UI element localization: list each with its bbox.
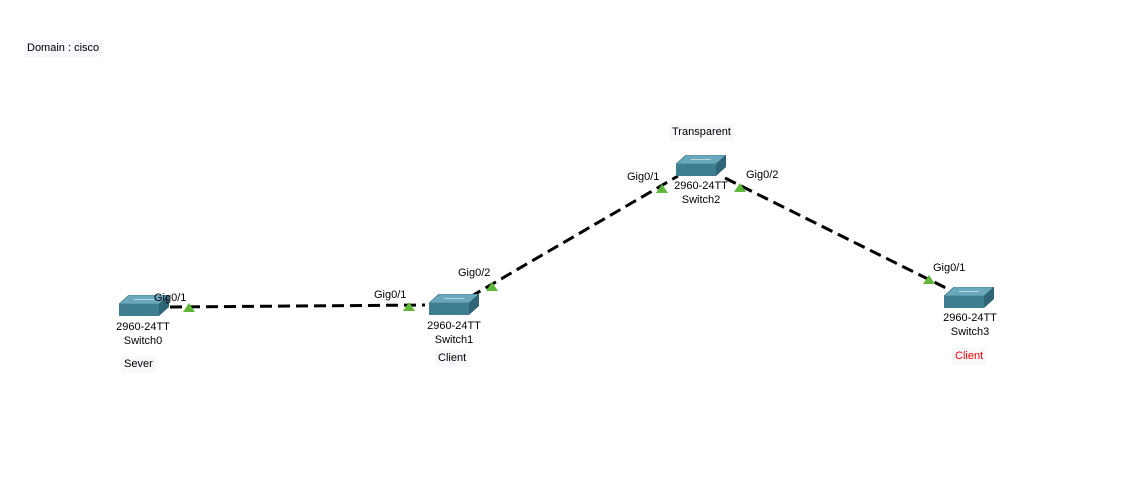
port-up-indicator [403, 302, 415, 311]
port-up-indicator [486, 282, 498, 291]
device-model: 2960-24TT [116, 321, 170, 333]
port-up-indicator [734, 183, 746, 192]
device-name: Switch3 [950, 326, 990, 338]
device-name: Switch1 [434, 334, 474, 346]
device-role-note[interactable]: Client [952, 348, 987, 365]
port-label: Gig0/2 [458, 267, 491, 279]
link-switch2-switch3[interactable] [724, 176, 951, 292]
device-role-note[interactable]: Sever [121, 356, 156, 373]
port-label: Gig0/1 [933, 262, 966, 274]
device-name: Switch0 [123, 335, 163, 347]
device-role-note[interactable]: Transparent [669, 124, 734, 141]
port-label: Gig0/1 [374, 289, 407, 301]
port-up-indicator [183, 303, 195, 312]
switch-icon[interactable] [676, 155, 726, 177]
port-up-indicator [923, 275, 935, 284]
link-switch1-switch2[interactable] [469, 174, 679, 299]
device-name: Switch2 [681, 194, 721, 206]
device-role-note[interactable]: Client [435, 350, 470, 367]
device-model: 2960-24TT [427, 320, 481, 332]
device-model: 2960-24TT [943, 312, 997, 324]
domain-note[interactable]: Domain : cisco [24, 40, 103, 57]
port-up-indicator [656, 184, 668, 193]
link-switch0-switch1[interactable] [169, 303, 426, 309]
switch-icon[interactable] [119, 295, 169, 317]
port-label: Gig0/1 [154, 292, 187, 304]
switch-icon[interactable] [429, 294, 479, 316]
port-label: Gig0/2 [746, 169, 779, 181]
switch-icon[interactable] [944, 287, 994, 309]
device-model: 2960-24TT [674, 180, 728, 192]
port-label: Gig0/1 [627, 171, 660, 183]
